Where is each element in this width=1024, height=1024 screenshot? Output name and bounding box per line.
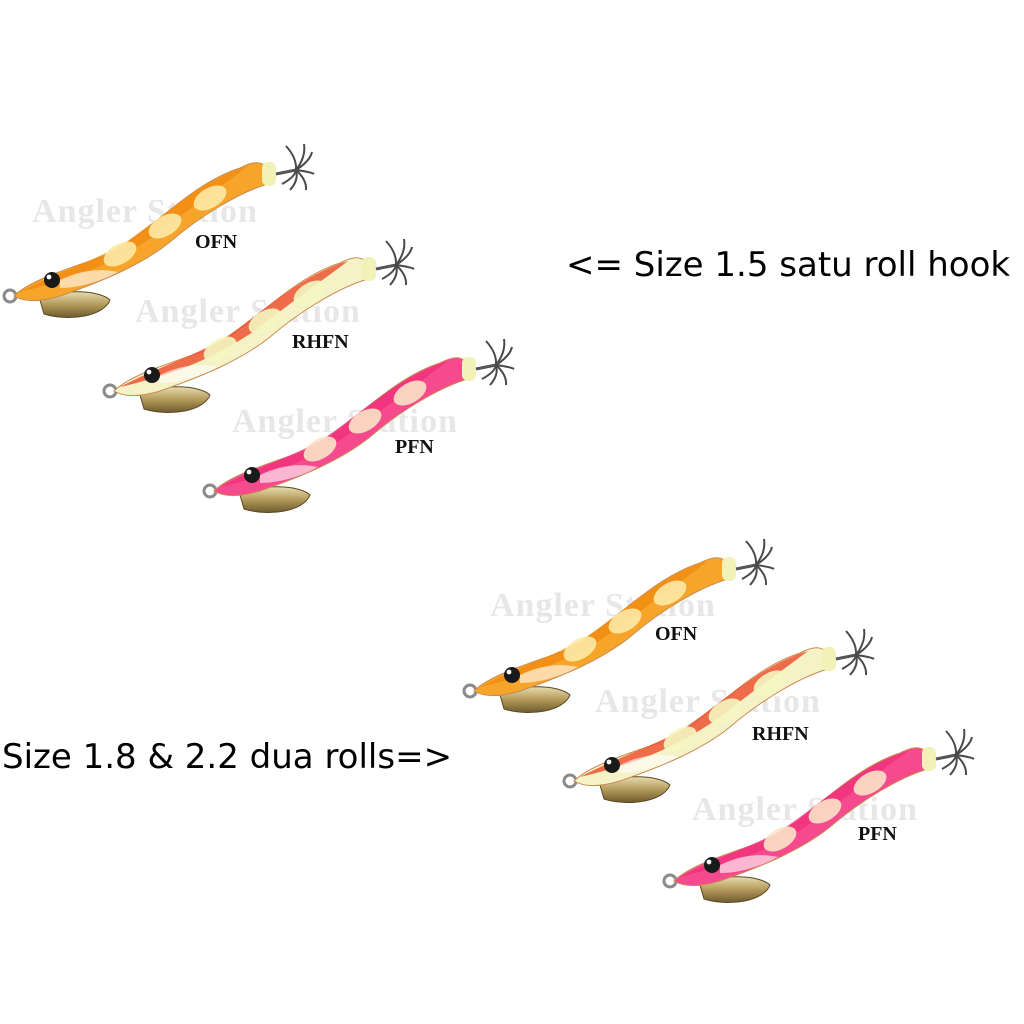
- tail-cap: [822, 647, 836, 671]
- squid-jig-lure: [202, 338, 515, 513]
- squid-jig-lure: [562, 628, 875, 803]
- glow-patch: [663, 726, 697, 752]
- glow-patch: [708, 698, 742, 724]
- squid-hook-icon: [375, 238, 415, 286]
- color-code-label: OFN: [195, 231, 238, 253]
- feather-fin: [620, 755, 678, 773]
- squid-hook-icon: [835, 628, 875, 676]
- glow-patch: [763, 826, 797, 852]
- tail-cap: [362, 257, 376, 281]
- glow-patch: [293, 280, 327, 306]
- color-code-label: OFN: [655, 623, 698, 645]
- glow-patch: [753, 670, 787, 696]
- feather-fin: [260, 465, 318, 483]
- lure-back-stripe: [120, 261, 348, 387]
- eye-highlight: [146, 369, 152, 375]
- lure-eye-icon: [244, 467, 260, 483]
- eye-highlight: [246, 469, 252, 475]
- lure-back-stripe: [480, 561, 708, 687]
- glow-patch: [653, 580, 687, 606]
- glow-patch: [193, 185, 227, 211]
- lure-eye-icon: [44, 272, 60, 288]
- squid-jig-lure: [2, 143, 315, 318]
- glow-patch: [148, 213, 182, 239]
- eye-highlight: [46, 274, 52, 280]
- lure-eye-icon: [704, 857, 720, 873]
- glow-patch: [808, 798, 842, 824]
- tail-cap: [722, 557, 736, 581]
- squid-jig-lure: [662, 728, 975, 903]
- color-code-label: RHFN: [292, 331, 349, 353]
- color-code-label: RHFN: [752, 723, 809, 745]
- lure-back-stripe: [680, 751, 908, 877]
- lower-group: OFN RHFN PFN: [462, 538, 975, 903]
- lure-eye-icon: [504, 667, 520, 683]
- tail-cap: [262, 162, 276, 186]
- glow-patch: [203, 336, 237, 362]
- glow-patch: [393, 380, 427, 406]
- feather-fin: [720, 855, 778, 873]
- squid-hook-icon: [475, 338, 515, 386]
- feather-fin: [60, 270, 118, 288]
- size-caption-top: <= Size 1.5 satu roll hook: [566, 245, 1011, 285]
- squid-hook-icon: [275, 143, 315, 191]
- feather-fin: [160, 365, 218, 383]
- feather-fin: [520, 665, 578, 683]
- squid-jig-lure: [462, 538, 775, 713]
- glow-patch: [348, 408, 382, 434]
- glow-patch: [248, 308, 282, 334]
- tail-cap: [462, 357, 476, 381]
- upper-group: OFN RHFN PFN: [2, 143, 515, 513]
- glow-patch: [103, 241, 137, 267]
- glow-patch: [303, 436, 337, 462]
- lure-eye-icon: [604, 757, 620, 773]
- color-code-label: PFN: [395, 436, 434, 458]
- glow-patch: [853, 770, 887, 796]
- glow-patch: [608, 608, 642, 634]
- eye-highlight: [506, 669, 512, 675]
- eye-highlight: [606, 759, 612, 765]
- lure-back-stripe: [580, 651, 808, 777]
- squid-jig-lure: [102, 238, 415, 413]
- color-code-label: PFN: [858, 823, 897, 845]
- lure-layer: OFN RHFN PFN OFN RHFN PFN: [2, 143, 975, 903]
- glow-patch: [563, 636, 597, 662]
- squid-hook-icon: [735, 538, 775, 586]
- squid-hook-icon: [935, 728, 975, 776]
- lure-back-stripe: [20, 166, 248, 292]
- lure-eye-icon: [144, 367, 160, 383]
- tail-cap: [922, 747, 936, 771]
- size-caption-bottom: Size 1.8 & 2.2 dua rolls=>: [2, 737, 453, 777]
- lure-back-stripe: [220, 361, 448, 487]
- eye-highlight: [706, 859, 712, 865]
